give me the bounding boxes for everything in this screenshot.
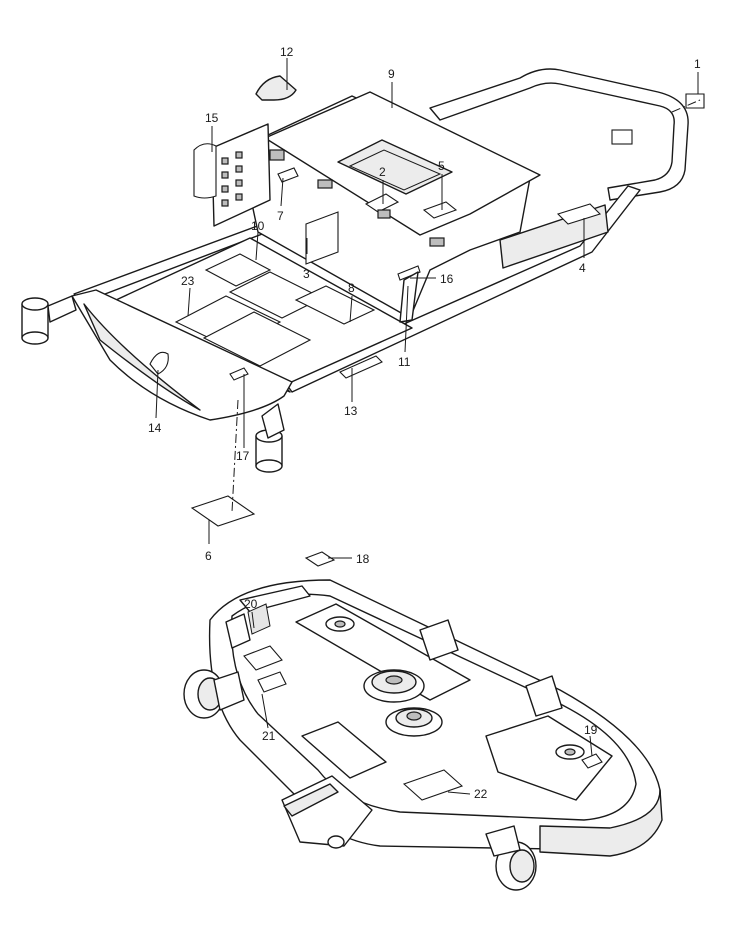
callout-7: 7: [277, 209, 284, 223]
callout-1: 1: [694, 57, 701, 71]
floor-pad-2: [202, 311, 312, 367]
callout-8: 8: [348, 281, 355, 295]
deck-bracket-1: [419, 619, 459, 661]
callout-9: 9: [388, 67, 395, 81]
rear-cutout: [611, 129, 633, 145]
pivot-bracket: [225, 613, 251, 649]
callout-3: 3: [303, 267, 310, 281]
leader-lines: [155, 58, 699, 795]
decal-5: [422, 201, 458, 219]
belt-cover-right: [485, 715, 613, 801]
callout-20: 20: [244, 597, 258, 611]
spindle-right: [555, 744, 585, 760]
callout-16: 16: [440, 272, 454, 286]
tractor-frame: [21, 68, 705, 527]
part-11-tab: [399, 271, 419, 323]
rear-frame-loop: [429, 68, 689, 201]
right-gauge-wheel: [485, 825, 537, 891]
right-caster-tube: [255, 403, 285, 473]
decal-6: [190, 495, 256, 527]
decal-22: [402, 769, 464, 801]
alignment-line-1: [671, 99, 701, 113]
deck-bracket-3: [301, 721, 387, 779]
callouts: 1 2 3 4 5 6 7 8 9 10 11 12 13 14 15 16 1…: [148, 45, 701, 801]
callout-5: 5: [438, 159, 445, 173]
decal-19: [581, 753, 603, 769]
alignment-line-6: [231, 399, 239, 513]
decal-4: [556, 203, 602, 225]
left-gauge-wheel: [183, 669, 245, 719]
slot-d: [269, 149, 285, 161]
callout-11: 11: [398, 355, 411, 369]
decal-15: [193, 143, 217, 199]
part-12-grip: [255, 75, 297, 101]
callout-17: 17: [236, 449, 250, 463]
callout-13: 13: [344, 404, 358, 418]
center-pulley: [363, 669, 425, 703]
callout-19: 19: [584, 723, 598, 737]
decal-17: [229, 367, 249, 381]
deck-skirt: [539, 789, 663, 857]
deck-bracket-4: [239, 585, 311, 613]
callout-18: 18: [356, 552, 370, 566]
callout-4: 4: [579, 261, 586, 275]
callout-22: 22: [474, 787, 488, 801]
callout-6: 6: [205, 549, 212, 563]
slot-a: [317, 179, 333, 189]
floor-pad-5: [294, 285, 376, 325]
decal-13: [339, 355, 383, 379]
spindle-left: [325, 616, 355, 632]
decal-16: [397, 265, 421, 281]
decal-21a: [243, 645, 283, 671]
right-pulley: [385, 707, 443, 737]
decal-21b: [257, 671, 287, 693]
decal-3: [305, 211, 339, 265]
front-footrest-shade: [83, 303, 201, 411]
callout-21: 21: [262, 729, 276, 743]
callout-2: 2: [379, 165, 386, 179]
decal-1: [685, 93, 705, 109]
bracket-holes: [221, 151, 243, 207]
slot-b: [377, 209, 391, 219]
floor-pad-4: [204, 253, 272, 287]
left-caster-tube: [21, 295, 77, 345]
callout-14: 14: [148, 421, 162, 435]
callout-23: 23: [181, 274, 195, 288]
mower-deck: [183, 551, 663, 891]
decal-14: [149, 351, 169, 375]
callout-15: 15: [205, 111, 219, 125]
front-footrest: [71, 289, 293, 421]
decal-2: [364, 193, 400, 213]
deck-bracket-2: [525, 675, 563, 717]
callout-10: 10: [251, 219, 265, 233]
seat-plate-inner: [348, 149, 442, 191]
slot-c: [429, 237, 445, 247]
callout-12: 12: [280, 45, 294, 59]
decal-18: [304, 551, 336, 567]
discharge-chute: [281, 775, 373, 849]
